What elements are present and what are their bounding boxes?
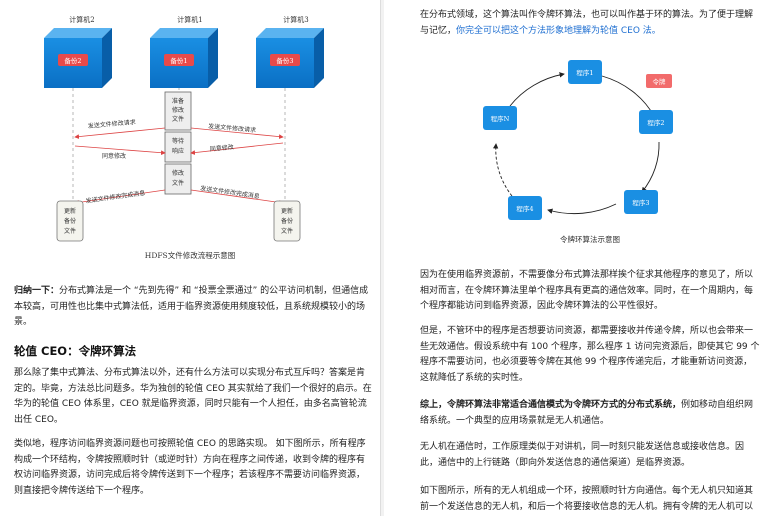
process-box: 准备修改文件	[164, 91, 192, 131]
computer-cube: 备份2	[44, 28, 112, 88]
body-paragraph: 无人机在通信时，工作原理类似于对讲机，同一时刻只能发送信息或接收信息。因此，通信…	[420, 442, 745, 468]
arrow-label: 同意修改	[102, 152, 126, 160]
token-ring-diagram: 程序1 程序2 程序3 程序4 程序N 令牌 令牌环算法示意图	[483, 60, 673, 244]
program-label: 程序N	[491, 114, 510, 123]
svg-text:等待响应: 等待响应	[172, 137, 184, 155]
node-label: 计算机3	[283, 15, 308, 24]
diagram-caption: HDFS文件修改流程示意图	[145, 250, 235, 260]
program-node: 程序4	[508, 196, 542, 220]
body-paragraph: 综上，令牌环算法非常适合通信模式为令牌环方式的分布式系统，例如移动自组织网络系统…	[420, 400, 754, 426]
update-box: 更新备份文件	[273, 200, 301, 242]
program-node: 程序N	[483, 106, 517, 130]
program-node: 程序3	[624, 190, 658, 214]
svg-text:准备修改文件: 准备修改文件	[172, 97, 184, 123]
hdfs-diagram: 计算机2 计算机1 计算机3 备份2 备份1 备份3	[44, 15, 324, 260]
svg-text:更新备份文件: 更新备份文件	[64, 207, 76, 235]
right-page: 在分布式领域，这个算法叫作令牌环算法，也可以叫作基于环的算法。为了便于理解与记忆…	[384, 0, 766, 516]
body-paragraph: 类似地，程序访问临界资源问题也可按照轮值 CEO 的思路实现。 如下图所示，所有…	[14, 439, 366, 496]
program-label: 程序1	[576, 68, 593, 77]
token-badge: 令牌	[646, 74, 672, 88]
summary-paragraph: 归纳一下：分布式算法是一个 “先到先得” 和 “投票全票通过” 的公平访问机制，…	[14, 286, 369, 327]
arrow-label: 发送文件修改请求	[87, 118, 136, 130]
program-node: 程序1	[568, 60, 602, 84]
arrow-label: 发送文件修改完成消息	[200, 184, 261, 200]
body-paragraph: 因为在使用临界资源前，不需要像分布式算法那样挨个征求其他程序的意见了，所以相对而…	[420, 270, 754, 311]
body-paragraph: 如下图所示，所有的无人机组成一个环，按照顺时针方向通信。每个无人机只知道其前一个…	[420, 486, 754, 512]
backup-label: 备份2	[64, 56, 81, 65]
svg-text:修改文件: 修改文件	[172, 169, 184, 187]
body-paragraph: 那么除了集中式算法、分布式算法以外，还有什么方法可以实现分布式互斥吗？答案是肯定…	[14, 368, 372, 425]
arrow-label: 发送文件修改完成消息	[85, 189, 146, 205]
program-node: 程序2	[639, 110, 673, 134]
body-paragraph: 但是，不管环中的程序是否想要访问资源，都需要接收并传递令牌，所以也会带来一些无效…	[420, 326, 760, 383]
intro-paragraph: 在分布式领域，这个算法叫作令牌环算法，也可以叫作基于环的算法。为了便于理解与记忆…	[420, 10, 754, 36]
update-box: 更新备份文件	[56, 200, 84, 242]
node-label: 计算机1	[177, 15, 202, 24]
process-box: 等待响应	[164, 131, 192, 163]
section-heading: 轮值 CEO：令牌环算法	[14, 344, 137, 358]
node-label: 计算机2	[69, 15, 94, 24]
left-page: 计算机2 计算机1 计算机3 备份2 备份1 备份3	[0, 0, 381, 516]
backup-label: 备份3	[276, 56, 293, 65]
program-label: 程序2	[647, 118, 664, 127]
program-label: 程序4	[516, 204, 533, 213]
ring-caption: 令牌环算法示意图	[560, 234, 620, 244]
arrow-label: 同意修改	[209, 143, 234, 153]
backup-label: 备份1	[170, 56, 187, 65]
program-label: 程序3	[632, 198, 649, 207]
svg-text:更新备份文件: 更新备份文件	[281, 207, 293, 235]
process-box: 修改文件	[164, 163, 192, 195]
token-label: 令牌	[653, 77, 667, 86]
computer-cube: 备份1	[150, 28, 218, 88]
computer-cube: 备份3	[256, 28, 324, 88]
